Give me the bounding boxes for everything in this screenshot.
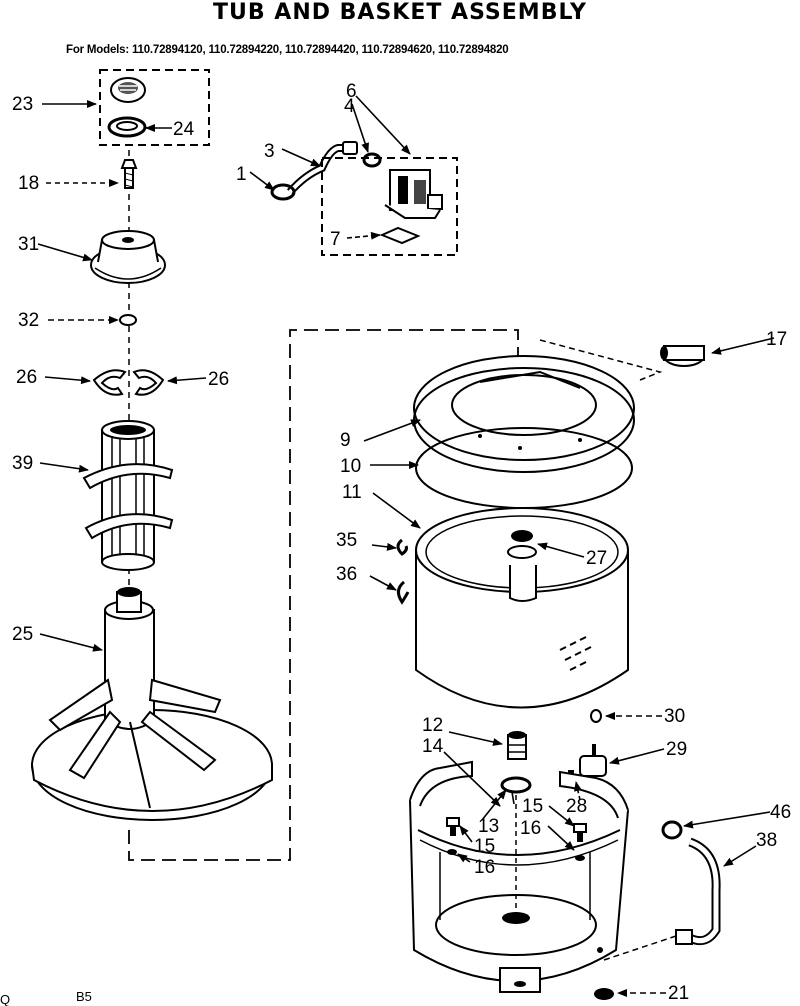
part-23-cap	[110, 77, 146, 103]
part-35-clip	[396, 538, 408, 556]
part-13-seal	[500, 776, 532, 794]
part-11-basket	[415, 507, 629, 709]
callout-25: 25	[12, 624, 33, 645]
callout-46: 46	[770, 802, 791, 823]
callout-13: 13	[478, 816, 499, 837]
model-list: For Models: 110.72894120, 110.72894220, …	[66, 44, 509, 56]
callout-7: 7	[330, 229, 341, 250]
callout-35: 35	[336, 530, 357, 551]
assembly-link-line	[128, 329, 519, 861]
callout-18: 18	[18, 173, 39, 194]
callout-30: 30	[664, 706, 685, 727]
callout-16-left: 16	[474, 857, 495, 878]
part-17-bracket	[660, 345, 705, 367]
pump-kit-box	[321, 157, 458, 256]
part-12-bearing	[507, 731, 527, 760]
callout-15-right: 15	[522, 796, 543, 817]
part-23-24-kit-box	[99, 69, 210, 146]
callout-26-right: 26	[208, 369, 229, 390]
callout-29: 29	[666, 739, 687, 760]
callout-15-left: 15	[474, 836, 495, 857]
callout-23: 23	[12, 94, 33, 115]
part-18-bolt	[120, 159, 138, 189]
callout-16-right: 16	[520, 818, 541, 839]
part-9-tub-ring	[413, 355, 635, 473]
callout-28: 28	[566, 796, 587, 817]
part-39-auger	[82, 420, 174, 571]
callout-6: 6	[346, 81, 357, 102]
callout-26-left: 26	[16, 367, 37, 388]
part-15-bolt-right	[573, 823, 587, 842]
callout-12: 12	[422, 715, 443, 736]
part-26-clip-left	[92, 369, 127, 396]
callout-32: 32	[18, 310, 39, 331]
part-25-agitator-base	[31, 587, 273, 821]
callout-27: 27	[586, 548, 607, 569]
part-14-outer-tub	[409, 760, 629, 993]
callout-4: 4	[344, 96, 355, 117]
callout-24: 24	[173, 119, 195, 140]
figure-code: B5	[76, 989, 92, 1004]
part-4-clamp	[362, 152, 382, 168]
part-3-hose	[287, 141, 358, 195]
part-17-leader	[539, 339, 663, 381]
part-31-agitator-cap	[90, 230, 166, 284]
callout-36: 36	[336, 564, 357, 585]
callout-1: 1	[236, 164, 247, 185]
part-26-clip-right	[132, 369, 165, 396]
callout-31: 31	[18, 234, 39, 255]
part-30-plug	[590, 709, 602, 723]
callout-numbers: 23 24 18 31 32 26 26 39 25 1 3 4 6 7 17 …	[0, 81, 791, 1006]
part-36-clip	[397, 580, 410, 605]
callout-21: 21	[668, 983, 689, 1004]
part-1-clamp	[270, 183, 296, 201]
callout-9: 9	[340, 430, 351, 451]
part-16-washer-left	[447, 849, 457, 855]
callout-11: 11	[342, 482, 362, 503]
callout-38: 38	[756, 830, 777, 851]
part-38-drain-hose	[675, 837, 721, 946]
pump-assembly	[384, 169, 443, 219]
part-7-gasket	[379, 226, 421, 245]
callout-10: 10	[340, 456, 361, 477]
part-15-bolt-left	[446, 817, 460, 836]
callout-17: 17	[766, 329, 787, 350]
part-29-valve	[579, 744, 607, 777]
part-32-seal	[119, 314, 137, 326]
callout-3: 3	[264, 141, 275, 162]
part-46-clamp	[661, 820, 683, 840]
part-24-ring	[107, 116, 147, 138]
corner-mark: Q	[0, 992, 10, 1006]
diagram-title: TUB AND BASKET ASSEMBLY	[213, 0, 587, 25]
part-16-washer-right	[575, 855, 585, 861]
part-38-leader	[603, 935, 677, 961]
part-27-nut	[507, 530, 537, 559]
callout-leaders	[37, 95, 775, 997]
callout-14: 14	[422, 736, 444, 757]
callout-39: 39	[12, 453, 33, 474]
part-21-nut	[594, 988, 614, 1000]
